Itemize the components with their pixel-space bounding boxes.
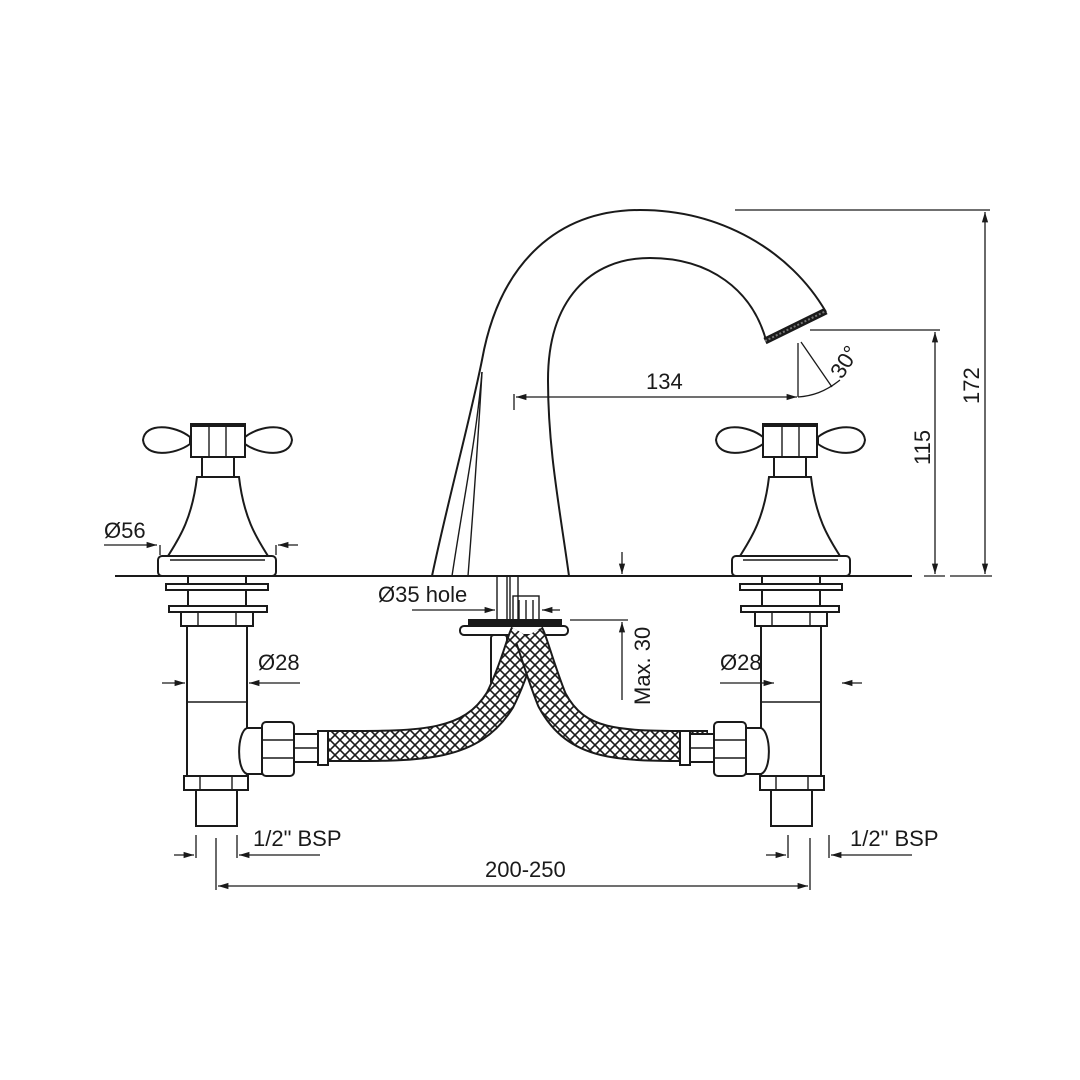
label-spout-angle: 30° xyxy=(825,341,864,382)
dim-spout-angle: 30° xyxy=(797,341,864,398)
dim-body-diameter-right: Ø28 xyxy=(720,650,862,687)
dim-spout-outlet-height: 115 xyxy=(810,329,945,577)
dim-connection-left: 1/2" BSP xyxy=(174,826,342,859)
left-valve xyxy=(141,423,329,827)
aerator xyxy=(763,307,828,345)
label-connection-right: 1/2" BSP xyxy=(850,826,939,851)
label-spout-outlet-height: 115 xyxy=(910,430,935,465)
dim-connection-right: 1/2" BSP xyxy=(766,826,939,859)
braided-hose-right xyxy=(514,626,709,763)
label-max-deck-thickness: Max. 30 xyxy=(630,627,655,705)
label-overall-height: 172 xyxy=(959,367,984,404)
label-handle-spacing: 200-250 xyxy=(485,857,566,882)
label-connection-left: 1/2" BSP xyxy=(253,826,342,851)
dim-handle-spacing: 200-250 xyxy=(215,838,811,890)
dim-overall-height: 172 xyxy=(735,209,992,577)
dim-body-diameter-left: Ø28 xyxy=(162,650,300,687)
dim-spout-reach: 134 xyxy=(513,369,797,410)
label-spout-reach: 134 xyxy=(646,369,683,394)
dim-max-deck-thickness: Max. 30 xyxy=(570,552,655,705)
label-body-diameter-left: Ø28 xyxy=(258,650,300,675)
label-body-diameter-right: Ø28 xyxy=(720,650,762,675)
dim-hole-diameter: Ø35 hole xyxy=(378,582,560,614)
dim-handle-base-diameter: Ø56 xyxy=(104,518,298,555)
right-valve xyxy=(679,423,867,827)
spout xyxy=(431,208,828,577)
label-hole-diameter: Ø35 hole xyxy=(378,582,467,607)
label-handle-base-diameter: Ø56 xyxy=(104,518,146,543)
